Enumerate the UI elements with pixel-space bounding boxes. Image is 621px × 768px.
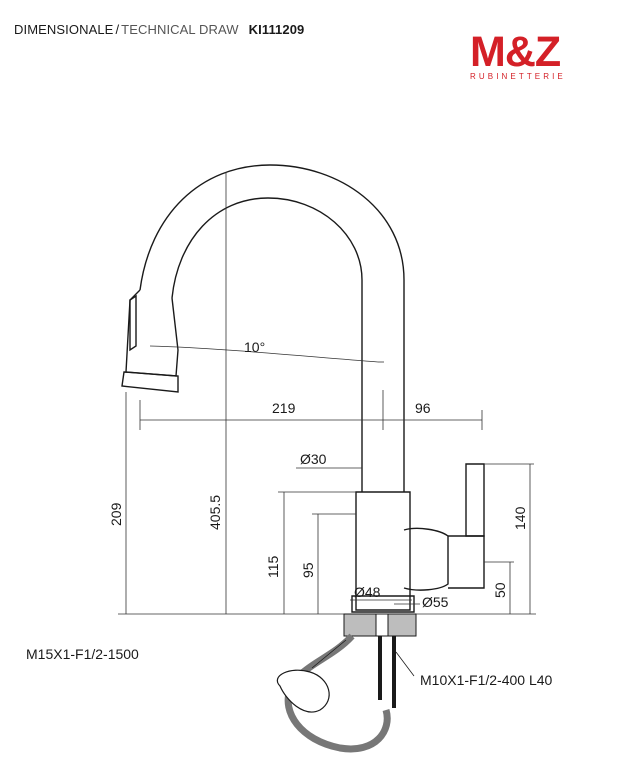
product-code: KI111209 [248,22,305,37]
brand-tagline: RUBINETTERIE [470,72,566,81]
spout-diameter-label: Ø30 [300,451,327,467]
header-title: DIMENSIONALE [14,22,114,37]
pull-out-hose [284,633,391,753]
lever-housing [403,527,449,591]
brand-logo: M&Z RUBINETTERIE [470,28,590,82]
spray-head [125,289,179,377]
handle-offset-label: 96 [415,400,431,416]
hose-weight [276,669,330,713]
spray-button [129,294,137,352]
body-height-label: 115 [265,555,281,578]
lever-cap [448,535,485,589]
spray-nozzle [121,371,179,393]
base-height-label: 95 [300,562,316,578]
header-subtitle: TECHNICAL DRAW [121,22,239,37]
reach-label: 219 [272,400,296,416]
mounting-bolt [375,613,389,637]
drawing-header: DIMENSIONALE/TECHNICAL DRAW KI111209 [14,22,304,37]
mounting-assembly [276,613,417,753]
hose-spec-label: M15X1-F1/2-1500 [26,646,139,662]
faucet-outline [121,164,485,613]
supply-leader [395,651,415,677]
header-separator: / [115,22,120,37]
faucet-base [351,595,415,613]
handle-base-label: 50 [492,582,508,598]
faucet-body [355,491,411,611]
brand-mark: M&Z [470,28,561,76]
handle-height-label: 140 [512,506,528,530]
body-diameter-label: Ø48 [354,584,381,600]
spout-inner-line [171,197,363,492]
base-diameter-label: Ø55 [422,594,449,610]
total-height-label: 405.5 [207,495,223,530]
supply-spec-label: M10X1-F1/2-400 L40 [420,672,553,688]
hose-leader [311,639,347,669]
spout-height-label: 209 [108,502,124,526]
lever-handle [465,463,485,537]
angle-label: 10° [244,339,265,355]
dimension-lines [118,172,536,615]
spout-outer-line [139,164,405,492]
